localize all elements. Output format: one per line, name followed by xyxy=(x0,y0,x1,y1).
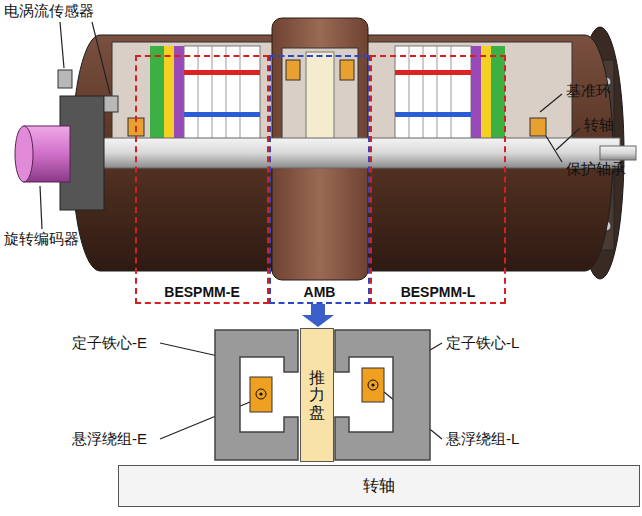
winding xyxy=(184,112,260,117)
current-symbol xyxy=(259,392,262,395)
thrust-disc: 推力盘 xyxy=(300,328,334,462)
levitation-coil-e xyxy=(250,377,272,412)
leader-line xyxy=(92,22,110,94)
part-label: 悬浮绕组-L xyxy=(446,430,519,447)
shaft-3d xyxy=(32,138,620,168)
part-label: 基准环 xyxy=(566,82,611,99)
stator-core-l xyxy=(335,330,430,460)
region-label: AMB xyxy=(301,284,339,300)
leader-line xyxy=(556,128,580,150)
shaft-end xyxy=(600,146,636,160)
region-label: BESPMM-E xyxy=(161,284,242,300)
part-label: 电涡流传感器 xyxy=(4,2,94,19)
region-label: 转轴 xyxy=(363,476,395,497)
amb-coil xyxy=(286,60,300,80)
leader-line xyxy=(546,136,562,162)
amb-coil xyxy=(340,60,354,80)
stator-core-e xyxy=(215,330,298,460)
winding xyxy=(184,70,260,75)
part-label: 旋转编码器 xyxy=(4,230,79,247)
leader-lines xyxy=(40,22,580,439)
part-label: 定子铁心-E xyxy=(72,334,147,351)
levitation-coil-l xyxy=(362,368,384,402)
part-label: 定子铁心-L xyxy=(446,334,519,351)
leader-line xyxy=(540,94,562,112)
motor-region: BESPMM-L xyxy=(370,55,506,304)
current-symbol xyxy=(368,380,378,390)
motor-region: BESPMM-E xyxy=(135,55,269,304)
eddy-sensor xyxy=(58,70,72,88)
bearing xyxy=(530,118,546,136)
left-end xyxy=(15,70,118,210)
winding xyxy=(395,70,471,75)
part-label: 保护轴承 xyxy=(566,160,626,177)
current-symbol xyxy=(371,383,374,386)
amb-region: AMB xyxy=(269,55,370,304)
part-label: 悬浮绕组-E xyxy=(72,430,147,447)
eddy-sensor xyxy=(104,96,118,112)
region-label: BESPMM-L xyxy=(398,284,479,300)
current-symbol xyxy=(256,389,266,399)
pointer-arrow xyxy=(302,304,334,327)
leader-line xyxy=(40,186,42,229)
part-label: 转轴 xyxy=(584,116,614,133)
leader-line xyxy=(60,22,64,68)
winding xyxy=(395,112,471,117)
encoder-face xyxy=(15,126,33,182)
vertical-label: 推力盘 xyxy=(309,369,325,422)
leader-line xyxy=(160,343,218,356)
shaft-bar: 转轴 xyxy=(118,465,640,507)
